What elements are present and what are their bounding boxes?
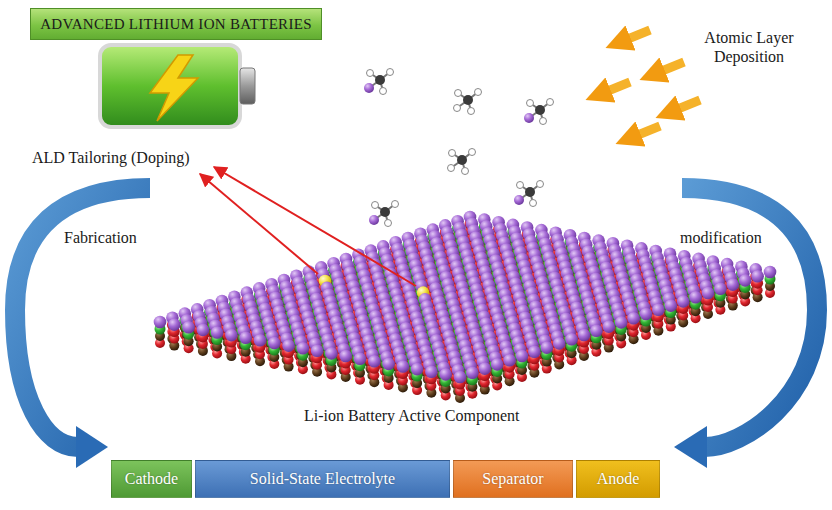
atom: [239, 331, 252, 344]
modification-arrow-head: [674, 426, 707, 468]
atom: [297, 342, 310, 355]
battery-icon: [100, 45, 255, 127]
deposition-arrow: [628, 126, 660, 139]
crystal-lattice: [154, 211, 777, 403]
atom: [168, 318, 181, 331]
fabrication-arrow-head: [76, 426, 108, 468]
modification-arrow: [682, 188, 817, 447]
deposition-arrow: [598, 82, 630, 95]
atom: [197, 324, 210, 337]
deposition-arrow: [618, 30, 650, 43]
process-arrows: [15, 188, 817, 468]
deposition-arrow: [668, 100, 700, 113]
battery-body: [100, 45, 240, 127]
atom: [154, 316, 167, 329]
lightning-bolt: [150, 55, 198, 121]
atom: [268, 337, 281, 350]
deposition-arrow: [652, 62, 684, 75]
atom: [254, 334, 267, 347]
atom: [282, 339, 295, 352]
fabrication-arrow: [15, 188, 150, 447]
atom: [225, 329, 238, 342]
atom: [182, 321, 195, 334]
deposition-arrows: [598, 30, 700, 139]
battery-terminal: [240, 68, 255, 104]
atom: [211, 326, 224, 339]
